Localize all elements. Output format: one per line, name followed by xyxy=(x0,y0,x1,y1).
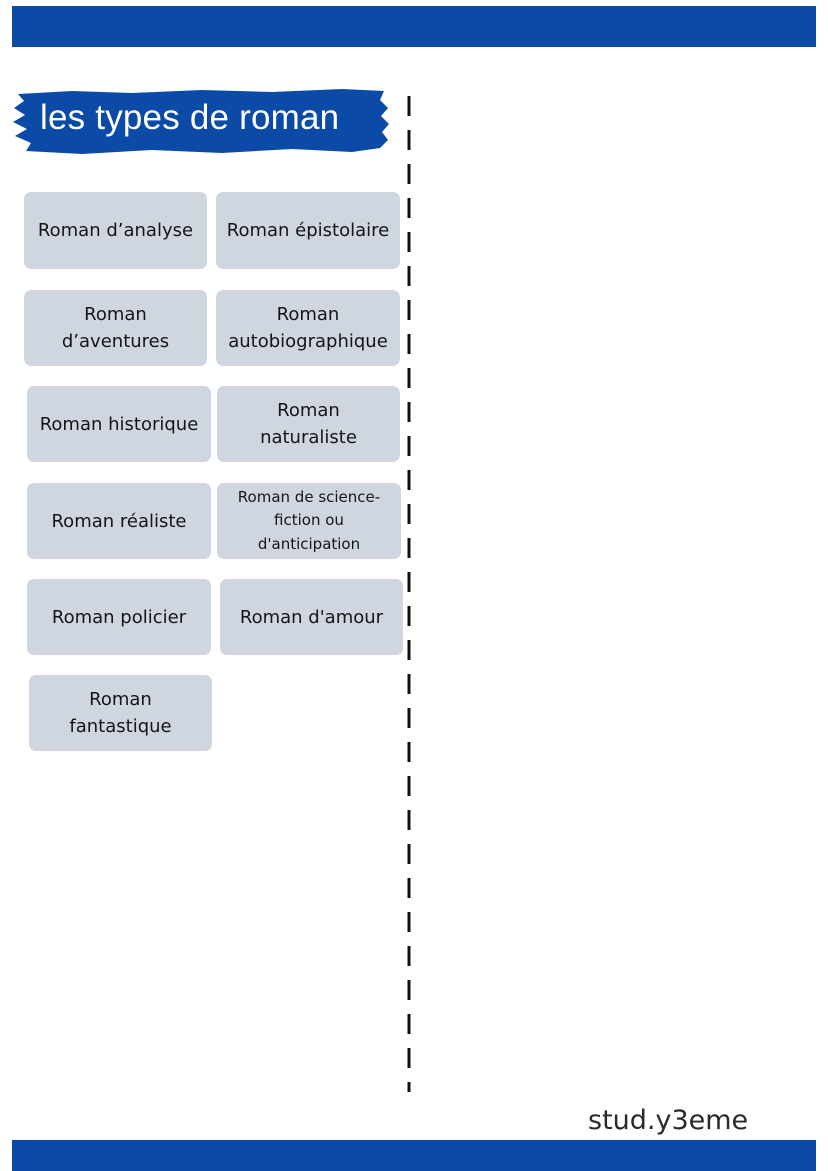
card-label: Roman naturaliste xyxy=(260,400,357,448)
card-label: Roman d’analyse xyxy=(37,220,194,241)
watermark-text: stud.y3eme xyxy=(588,1105,749,1136)
top-banner xyxy=(12,6,816,47)
dashed-divider xyxy=(407,96,411,1092)
card-label: Roman historique xyxy=(39,413,199,435)
brush-stroke-shape xyxy=(13,89,389,154)
card-label: Roman d'amour xyxy=(239,606,384,628)
page-title: les types de roman xyxy=(40,98,340,137)
card-roman-analyse: Roman d’analyse xyxy=(24,192,207,269)
card-label: Roman réaliste xyxy=(51,510,187,532)
card-roman-fantastique: Roman fantastique xyxy=(29,675,212,751)
card-label: Roman fantastique xyxy=(69,689,172,737)
card-roman-aventures: Roman d’aventures xyxy=(24,290,207,366)
card-label: Roman autobiographique xyxy=(228,304,388,352)
card-roman-policier: Roman policier xyxy=(27,579,211,655)
card-roman-historique: Roman historique xyxy=(27,386,211,462)
card-roman-amour: Roman d'amour xyxy=(220,579,403,655)
title-banner: les types de roman xyxy=(12,86,390,158)
card-label: Roman épistolaire xyxy=(226,220,390,241)
card-roman-naturaliste: Roman naturaliste xyxy=(217,386,400,462)
card-label: Roman de science-fiction ou d'anticipati… xyxy=(237,488,381,553)
card-roman-science-fiction: Roman de science-fiction ou d'anticipati… xyxy=(217,483,401,559)
card-roman-realiste: Roman réaliste xyxy=(27,483,211,559)
card-roman-epistolaire: Roman épistolaire xyxy=(216,192,400,269)
card-label: Roman d’aventures xyxy=(61,304,170,352)
bottom-banner xyxy=(12,1140,816,1171)
card-roman-autobiographique: Roman autobiographique xyxy=(216,290,400,366)
card-label: Roman policier xyxy=(51,606,187,628)
